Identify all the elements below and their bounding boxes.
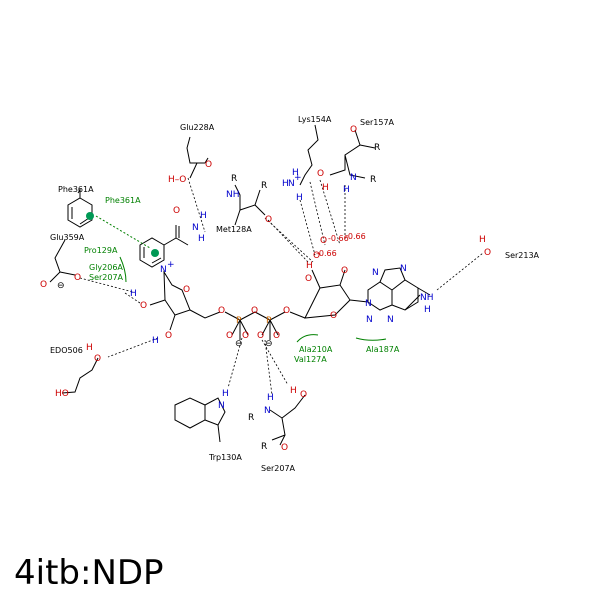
residue-ala187: Ala187A (366, 345, 400, 354)
charge-minus: ⊖ (57, 281, 65, 291)
atom-r: R (370, 175, 376, 185)
residue-phe361-contact: Phe361A (105, 196, 141, 205)
atom-o: O (242, 331, 249, 341)
atom-h: H (222, 389, 229, 399)
residue-ala210: Ala210A (299, 345, 333, 354)
atom-n: N (288, 179, 295, 189)
atom-nh: NH (420, 293, 434, 303)
pi-center-phe (86, 212, 94, 220)
atom-o: O (330, 311, 337, 321)
atom-h3n: H (282, 179, 289, 189)
atom-h: H (479, 235, 486, 245)
atom-h-o: H–O (168, 175, 186, 185)
atom-n: N (366, 315, 373, 325)
atom-o: O (226, 331, 233, 341)
residue-ser157: Ser157A (360, 118, 395, 127)
atom-o: O (265, 215, 272, 225)
atom-h: H (86, 343, 93, 353)
atom-n: N (400, 264, 407, 274)
charge-label: -0.66 (328, 234, 349, 243)
atom-nh: NH (226, 190, 240, 200)
atom-o: O (317, 169, 324, 179)
atom-r: R (231, 174, 237, 184)
atom-h: H (306, 261, 313, 271)
residue-gly206: Gly206A (89, 263, 123, 272)
atom-ho: HO (55, 389, 69, 399)
charge-label: -0.66 (316, 249, 337, 258)
hydrophobic-arcs (95, 215, 387, 343)
atom-o: O (173, 206, 180, 216)
atom-o: O (350, 125, 357, 135)
atom-h: H (290, 386, 297, 396)
atom-r: R (248, 413, 254, 423)
atom-h: H (200, 211, 207, 221)
atom-h: H (343, 185, 350, 195)
atom-n: N (218, 401, 225, 411)
atom-n: N (365, 299, 372, 309)
bond-lines (49, 124, 431, 446)
residue-glu228: Glu228A (180, 123, 215, 132)
residue-ser207: Ser207A (261, 464, 296, 473)
residue-val127: Val127A (294, 355, 327, 364)
atom-o: O (94, 354, 101, 364)
atom-o: O (320, 236, 327, 246)
atom-n: N (192, 223, 199, 233)
atom-o: O (281, 443, 288, 453)
atom-h: H (267, 393, 274, 403)
residue-glu359: Glu359A (50, 233, 85, 242)
atom-o: O (341, 266, 348, 276)
residue-met128: Met128A (216, 225, 252, 234)
atom-r: R (261, 181, 267, 191)
atom-o: O (273, 331, 280, 341)
atom-n: N (160, 265, 167, 275)
diagram-title: 4itb:NDP (14, 553, 164, 593)
pi-center-nicotinamide (151, 249, 159, 257)
atom-n: N (387, 315, 394, 325)
charge-plus: + (167, 260, 175, 270)
charge-minus: ⊖ (265, 339, 273, 349)
atom-r: R (261, 442, 267, 452)
atom-h: H (152, 336, 159, 346)
atom-o: O (257, 331, 264, 341)
atom-o: O (251, 306, 258, 316)
atom-h: H (424, 305, 431, 315)
atom-o: O (205, 160, 212, 170)
atom-o: O (313, 251, 320, 261)
residue-edo506: EDO506 (50, 346, 83, 355)
atom-n: N (372, 268, 379, 278)
atom-o: O (484, 248, 491, 258)
residue-ser213: Ser213A (505, 251, 540, 260)
residue-trp130: Trp130A (208, 453, 242, 462)
atom-n: N (264, 406, 271, 416)
atom-h: H (296, 193, 303, 203)
atom-h: H (198, 234, 205, 244)
charge-minus: ⊖ (235, 339, 243, 349)
residue-phe361: Phe361A (58, 185, 94, 194)
atom-o: O (40, 280, 47, 290)
residue-ser207-contact: Ser207A (89, 273, 124, 282)
residue-pro129: Pro129A (84, 246, 118, 255)
atom-h: H (292, 168, 299, 178)
atom-o: O (183, 285, 190, 295)
atom-o: O (305, 274, 312, 284)
atom-r: R (374, 143, 380, 153)
charge-label: -0.66 (345, 232, 366, 241)
charge-plus: + (294, 173, 302, 183)
atom-o: O (74, 273, 81, 283)
residue-lys154: Lys154A (298, 115, 332, 124)
atom-n: N (350, 173, 357, 183)
atom-p: P (236, 316, 242, 326)
atom-p: P (266, 316, 272, 326)
hbond-lines (79, 177, 484, 396)
atom-o: O (283, 306, 290, 316)
atom-h: H (130, 289, 137, 299)
atom-h: H (322, 183, 329, 193)
atom-o: O (165, 331, 172, 341)
atom-o: O (300, 390, 307, 400)
atom-o: O (218, 306, 225, 316)
atom-o: O (140, 301, 147, 311)
